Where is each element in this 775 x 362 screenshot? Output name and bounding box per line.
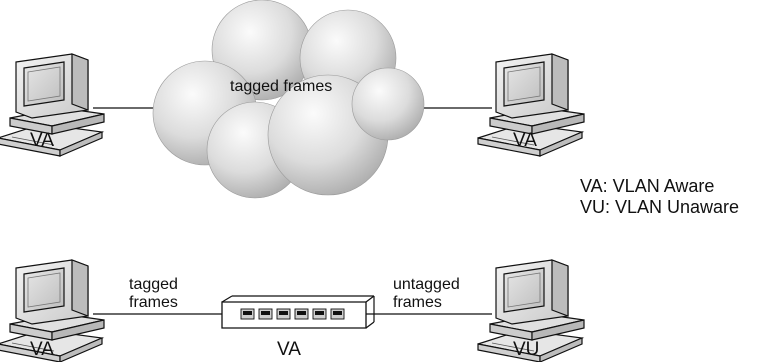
left-link-label: tagged frames bbox=[129, 276, 178, 313]
cloud-label: tagged frames bbox=[230, 78, 333, 95]
switch-label: VA bbox=[277, 339, 301, 360]
right-link-label: untagged frames bbox=[393, 276, 460, 313]
top-left-node-label: VA bbox=[30, 130, 54, 151]
right-link-label-line2: frames bbox=[393, 294, 442, 312]
switch-icon bbox=[221, 295, 375, 329]
bottom-right-node-label: VU bbox=[513, 339, 540, 360]
right-link-label-line1: untagged bbox=[393, 276, 460, 293]
network-cloud bbox=[152, 0, 425, 199]
bottom-left-node-label: VA bbox=[30, 339, 54, 360]
legend: VA: VLAN Aware VU: VLAN Unaware bbox=[580, 176, 739, 217]
left-link-label-line2: frames bbox=[129, 294, 178, 312]
legend-vu: VU: VLAN Unaware bbox=[580, 196, 740, 217]
left-link-label-line1: tagged bbox=[129, 276, 178, 293]
legend-va: VA: VLAN Aware bbox=[580, 176, 715, 196]
top-right-node-label: VA bbox=[513, 130, 537, 151]
